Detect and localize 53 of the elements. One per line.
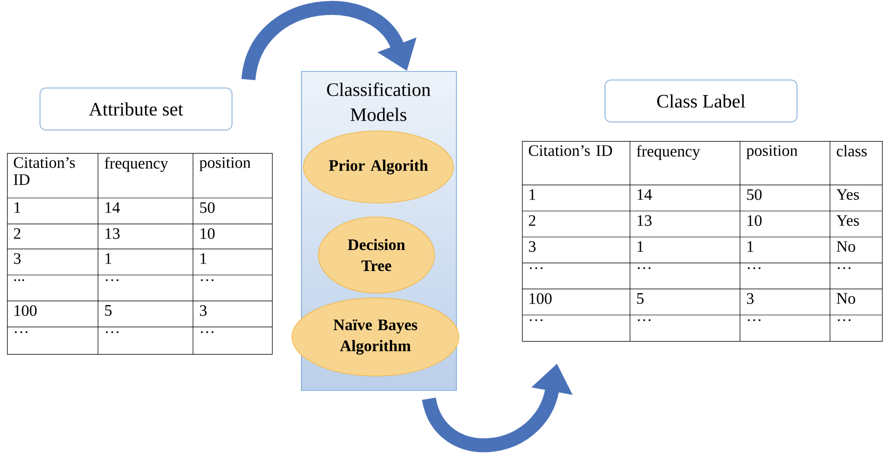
- table-cell: …: [14, 331, 28, 334]
- label-box: Attribute set: [40, 88, 232, 130]
- table-cell: 5: [637, 293, 644, 304]
- table-cell: Citation’s ID: [14, 157, 75, 185]
- table-cell: 1: [14, 202, 20, 213]
- table-cell: 10: [200, 228, 215, 239]
- table-cell: 14: [638, 189, 652, 200]
- table-cell: …: [748, 319, 760, 322]
- table-cell: 1: [748, 241, 754, 252]
- table-cell: …: [530, 267, 542, 270]
- table-cell: Yes: [836, 215, 859, 226]
- table-cell: …: [748, 267, 760, 270]
- label-box: Class Label: [604, 80, 798, 122]
- table-cell: …: [638, 267, 650, 270]
- table-cell: …: [530, 319, 542, 322]
- table-cell: …: [838, 267, 850, 270]
- data-table: [522, 140, 883, 342]
- table-cell: 14: [106, 202, 120, 213]
- table-cell: 50: [747, 189, 762, 200]
- table-cell: 3: [200, 305, 207, 316]
- table-cell: 50: [200, 202, 215, 213]
- table-cell: …: [200, 279, 214, 282]
- table-cell: 1: [200, 253, 206, 264]
- table-cell: 3: [528, 241, 536, 252]
- table-cell: 13: [106, 228, 120, 239]
- table-cell: position: [199, 157, 251, 172]
- table-cell: No: [836, 241, 856, 252]
- table-cell: frequency: [104, 157, 168, 172]
- table-cell: 10: [748, 215, 762, 226]
- table-cell: No: [836, 293, 856, 304]
- table-cell: 2: [14, 228, 20, 239]
- table-cell: 100: [14, 305, 37, 316]
- table-cell: …: [838, 319, 850, 322]
- table-cell: …: [200, 331, 214, 334]
- table-cell: ...: [14, 279, 24, 282]
- table-cell: position: [746, 145, 798, 160]
- table-cell: …: [106, 279, 119, 282]
- table-cell: Yes: [836, 189, 859, 200]
- table-cell: 1: [106, 253, 112, 264]
- table-cell: 5: [105, 305, 112, 316]
- data-table: [6, 152, 273, 355]
- table-cell: …: [106, 331, 119, 334]
- table-cell: 3: [746, 293, 754, 304]
- table-cell: 1: [638, 241, 644, 252]
- table-cell: frequency: [636, 145, 700, 160]
- table-cell: 2: [528, 215, 536, 226]
- table-cell: 3: [14, 253, 21, 264]
- table-cell: class: [836, 145, 867, 156]
- table-cell: …: [638, 319, 650, 322]
- table-cell: 100: [530, 293, 552, 304]
- table-cell: Citation’s ID: [528, 145, 612, 156]
- table-cell: 13: [638, 215, 652, 226]
- table-cell: 1: [530, 189, 536, 200]
